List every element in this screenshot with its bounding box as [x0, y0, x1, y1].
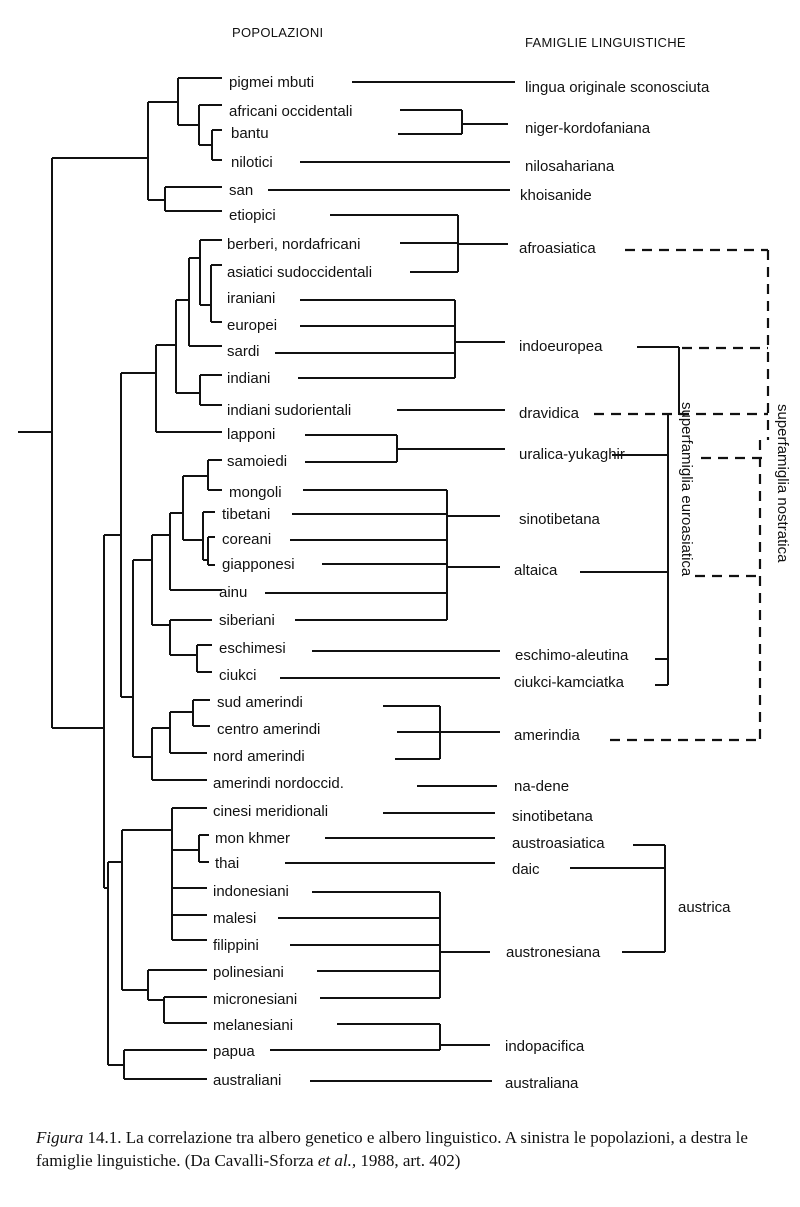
family-label: austroasiatica [512, 835, 605, 852]
family-label: eschimo-aleutina [515, 647, 629, 664]
family-label: niger-kordofaniana [525, 120, 651, 137]
population-label: mon khmer [215, 830, 290, 847]
population-label: centro amerindi [217, 721, 320, 738]
header-populations: POPOLAZIONI [232, 25, 323, 40]
population-label: sud amerindi [217, 694, 303, 711]
population-label: nord amerindi [213, 748, 305, 765]
population-label: papua [213, 1043, 255, 1060]
population-label: nilotici [231, 154, 273, 171]
family-label: sinotibetana [519, 511, 601, 528]
family-labels: lingua originale sconosciuta niger-kordo… [505, 79, 710, 1092]
population-label: iraniani [227, 290, 275, 307]
population-label: africani occidentali [229, 103, 352, 120]
population-label: filippini [213, 937, 259, 954]
population-labels: pigmei mbuti africani occidentali bantu … [213, 74, 372, 1089]
family-label: na-dene [514, 778, 569, 795]
population-label: ciukci [219, 667, 257, 684]
superfamily-label-nostratica: superfamiglia nostratica [774, 404, 791, 563]
population-label: berberi, nordafricani [227, 236, 360, 253]
figure-caption: Figura 14.1. La correlazione tra albero … [36, 1126, 776, 1172]
superfamily-label-euroasiatica: superfamiglia euroasiatica [678, 402, 695, 577]
population-label: sardi [227, 343, 260, 360]
population-label: melanesiani [213, 1017, 293, 1034]
family-label: lingua originale sconosciuta [525, 79, 710, 96]
family-label: indopacifica [505, 1038, 585, 1055]
family-label: australiana [505, 1075, 579, 1092]
population-label: asiatici sudoccidentali [227, 264, 372, 281]
caption-year: 1988, [356, 1151, 399, 1170]
family-label: daic [512, 861, 540, 878]
population-label: indiani sudorientali [227, 402, 351, 419]
population-label: australiani [213, 1072, 281, 1089]
family-label: austronesiana [506, 944, 601, 961]
population-label: amerindi nordoccid. [213, 775, 344, 792]
population-label: tibetani [222, 506, 270, 523]
family-label: khoisanide [520, 187, 592, 204]
family-label: afroasiatica [519, 240, 596, 257]
population-label: samoiedi [227, 453, 287, 470]
family-label: altaica [514, 562, 558, 579]
population-label: etiopici [229, 207, 276, 224]
population-label: pigmei mbuti [229, 74, 314, 91]
linguistic-connectors [265, 81, 515, 1082]
superfamily-brackets [570, 248, 770, 953]
header-families: FAMIGLIE LINGUISTICHE [525, 35, 686, 50]
population-label: siberiani [219, 612, 275, 629]
superfamily-label-austrica: austrica [678, 899, 731, 916]
population-label: mongoli [229, 484, 282, 501]
population-label: europei [227, 317, 277, 334]
population-label: cinesi meridionali [213, 803, 328, 820]
family-label: dravidica [519, 405, 580, 422]
population-label: malesi [213, 910, 256, 927]
family-label: sinotibetana [512, 808, 594, 825]
population-label: lapponi [227, 426, 275, 443]
caption-etal: et al., [317, 1151, 357, 1170]
population-label: ainu [219, 584, 247, 601]
genetic-tree [18, 77, 222, 1080]
family-label: indoeuropea [519, 338, 603, 355]
population-label: micronesiani [213, 991, 297, 1008]
population-label: san [229, 182, 253, 199]
caption-ref: art. 402) [398, 1151, 461, 1170]
caption-text: 14.1. La correlazione tra albero genetic… [36, 1128, 748, 1170]
family-label: amerindia [514, 727, 581, 744]
population-label: thai [215, 855, 239, 872]
family-label: nilosahariana [525, 158, 615, 175]
population-label: giapponesi [222, 556, 295, 573]
caption-figure-label: Figura [36, 1128, 84, 1147]
family-label: ciukci-kamciatka [514, 674, 625, 691]
population-label: bantu [231, 125, 269, 142]
population-label: eschimesi [219, 640, 286, 657]
family-label: uralica-yukaghir [519, 446, 625, 463]
population-label: coreani [222, 531, 271, 548]
population-label: indiani [227, 370, 270, 387]
population-label: indonesiani [213, 883, 289, 900]
population-label: polinesiani [213, 964, 284, 981]
